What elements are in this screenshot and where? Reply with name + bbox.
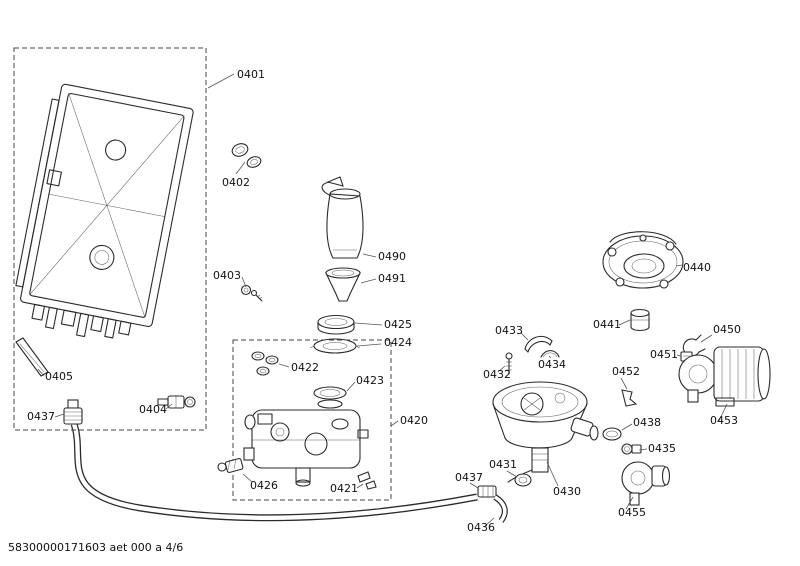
valve-fitting-drawing — [621, 443, 642, 455]
small-seals-drawing — [251, 351, 279, 376]
leader-0450 — [700, 334, 713, 343]
callout-0490: 0490 — [378, 250, 406, 263]
leader-0440 — [675, 264, 683, 267]
callout-0434: 0434 — [538, 358, 566, 371]
callout-0436: 0436 — [467, 521, 495, 534]
callout-0435: 0435 — [648, 442, 676, 455]
grommet-screw-drawing — [240, 284, 263, 302]
leader-0491 — [360, 278, 377, 284]
callout-0423: 0423 — [356, 374, 384, 387]
callout-0405: 0405 — [45, 370, 73, 383]
callout-0404: 0404 — [139, 403, 167, 416]
inlet-valve-drawing — [157, 395, 196, 409]
leader-0455 — [625, 496, 634, 510]
assembly-box-0401 — [13, 47, 207, 431]
heat-exchanger-assembly-drawing — [243, 399, 369, 487]
leader-0431 — [506, 470, 518, 478]
callout-0453: 0453 — [710, 414, 738, 427]
document-number: 58300000171603 aet 000 a 4/6 — [8, 541, 183, 554]
hose-coupling-drawing — [477, 485, 497, 498]
leader-0453 — [718, 403, 728, 422]
leader-0423 — [346, 381, 356, 392]
inner-tub-drawing — [15, 83, 194, 339]
leader-0403 — [241, 276, 247, 288]
small-bracket-drawing — [621, 389, 638, 407]
callout-0403: 0403 — [213, 269, 241, 282]
callout-0455: 0455 — [618, 506, 646, 519]
circulation-motor-drawing — [678, 346, 771, 407]
leader-0490 — [362, 253, 377, 258]
callout-0422: 0422 — [291, 361, 319, 374]
leader-0421 — [356, 483, 364, 489]
callout-0437-left: 0437 — [27, 410, 55, 423]
callout-0452: 0452 — [612, 365, 640, 378]
callout-0431: 0431 — [489, 458, 517, 471]
callout-0437-mid: 0437 — [455, 471, 483, 484]
leader-0424 — [356, 343, 382, 347]
leader-0426 — [242, 473, 253, 483]
callout-0402: 0402 — [222, 176, 250, 189]
callout-0426: 0426 — [250, 479, 278, 492]
leader-0420 — [390, 420, 399, 427]
leader-0437-mid — [469, 482, 479, 489]
leader-0422 — [278, 363, 290, 368]
leader-0432 — [497, 365, 506, 373]
leader-0438 — [621, 423, 633, 431]
leader-0434 — [548, 355, 552, 359]
callout-0491: 0491 — [378, 272, 406, 285]
callout-0441: 0441 — [593, 318, 621, 331]
leader-0436 — [483, 517, 495, 528]
callout-0450: 0450 — [713, 323, 741, 336]
callout-0420: 0420 — [400, 414, 428, 427]
leader-0435 — [638, 448, 648, 451]
callout-0440: 0440 — [683, 261, 711, 274]
callout-0433: 0433 — [495, 324, 523, 337]
leader-0401 — [207, 73, 235, 89]
elbow-fitting-drawing — [217, 457, 244, 473]
clamp-bracket-drawing — [524, 335, 553, 353]
screw-drawing — [505, 352, 513, 375]
drain-hose-drawing — [70, 422, 478, 522]
callout-0451: 0451 — [650, 348, 678, 361]
leader-0441 — [618, 319, 631, 326]
salt-cap-drawing — [317, 314, 355, 335]
callout-0432: 0432 — [483, 368, 511, 381]
leader-0451 — [676, 354, 682, 357]
assembly-box-0420 — [232, 339, 392, 501]
small-cylinder-drawing — [630, 308, 650, 332]
leader-0430 — [546, 461, 559, 487]
seal-arc-drawing — [540, 350, 560, 358]
leader-0437-left — [54, 413, 65, 418]
mounting-strip-drawing — [15, 337, 49, 377]
leader-0425 — [354, 322, 383, 326]
leader-0404 — [165, 403, 173, 410]
connector-ring-drawing — [514, 473, 532, 487]
threaded-ring-drawing — [309, 338, 361, 354]
callout-0421: 0421 — [330, 482, 358, 495]
leader-0452 — [620, 377, 628, 390]
pump-flange-ring-drawing — [602, 231, 684, 289]
callout-0438: 0438 — [633, 416, 661, 429]
callout-0424: 0424 — [384, 336, 412, 349]
jug-drawing — [321, 176, 364, 259]
leader-0433 — [520, 332, 529, 341]
drain-pump-drawing — [621, 461, 671, 506]
short-hose-drawing — [493, 494, 508, 523]
callout-0401: 0401 — [237, 68, 265, 81]
gasket-ring-drawing — [313, 386, 347, 400]
leader-0405 — [37, 368, 45, 377]
door-seal-rings-drawing — [231, 143, 262, 168]
funnel-drawing — [325, 267, 361, 302]
leader-0402 — [235, 161, 246, 175]
callout-0430: 0430 — [553, 485, 581, 498]
callout-0425: 0425 — [384, 318, 412, 331]
hose-fitting-left-drawing — [63, 399, 83, 425]
o-ring-drawing — [602, 427, 622, 441]
clip-drawing — [357, 471, 377, 490]
